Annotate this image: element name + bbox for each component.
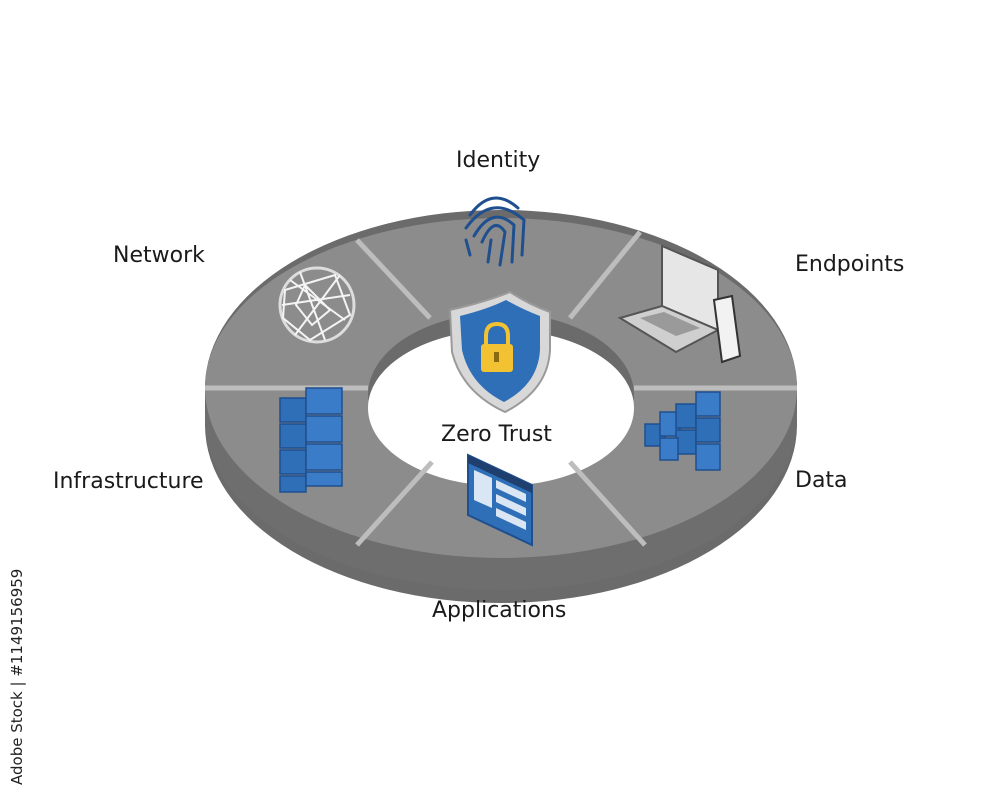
label-applications: Applications bbox=[432, 598, 567, 623]
label-identity: Identity bbox=[456, 148, 541, 173]
app-window-panel-right bbox=[496, 494, 526, 516]
server-rack-icon bbox=[279, 387, 343, 493]
app-window-icon bbox=[467, 453, 533, 547]
server-unit bbox=[305, 415, 343, 443]
app-window-panel-left bbox=[474, 470, 492, 508]
server-unit bbox=[305, 387, 343, 415]
server-unit bbox=[279, 449, 307, 475]
fingerprint-icon bbox=[464, 196, 526, 267]
app-window-panel-right bbox=[496, 508, 526, 530]
server-unit bbox=[305, 471, 343, 487]
network-mesh-line bbox=[281, 273, 352, 342]
center-label: Zero Trust bbox=[441, 422, 552, 447]
fingerprint-ridge-1 bbox=[468, 196, 520, 217]
app-window-panel-right bbox=[496, 480, 526, 502]
label-data: Data bbox=[795, 468, 848, 493]
data-block bbox=[675, 429, 697, 455]
divider-applications-data bbox=[568, 460, 647, 547]
fingerprint-ridge-4 bbox=[480, 223, 507, 267]
fingerprint-ridge-5 bbox=[486, 238, 493, 264]
network-mesh-icon bbox=[278, 266, 356, 344]
data-block bbox=[695, 443, 721, 471]
data-block bbox=[695, 391, 721, 417]
divider-identity-endpoints bbox=[568, 230, 642, 320]
lock-shackle bbox=[484, 321, 510, 346]
lock-keyhole bbox=[494, 352, 499, 362]
shield-lock-icon bbox=[448, 290, 551, 414]
server-unit bbox=[279, 475, 307, 493]
server-unit bbox=[279, 397, 307, 423]
app-window-titlebar bbox=[468, 455, 532, 493]
server-unit bbox=[279, 423, 307, 449]
fingerprint-ridge-3 bbox=[472, 215, 516, 264]
data-block bbox=[695, 417, 721, 443]
network-sphere-outline bbox=[278, 266, 356, 344]
data-block bbox=[675, 403, 697, 429]
laptop-phone-icon bbox=[617, 244, 742, 364]
data-blocks-icon bbox=[644, 391, 721, 471]
label-endpoints: Endpoints bbox=[795, 252, 905, 277]
divider-identity-network bbox=[355, 238, 432, 320]
label-network: Network bbox=[113, 243, 205, 268]
data-block bbox=[659, 437, 679, 461]
laptop-keyboard bbox=[640, 312, 700, 336]
divider-infrastructure-applications bbox=[355, 460, 434, 547]
fingerprint-ridge-2 bbox=[464, 206, 526, 257]
phone-body bbox=[712, 294, 742, 364]
label-infrastructure: Infrastructure bbox=[53, 469, 204, 494]
network-mesh-line bbox=[294, 283, 332, 327]
network-mesh-line bbox=[281, 271, 351, 341]
server-unit bbox=[305, 443, 343, 471]
fingerprint-ridge-6 bbox=[464, 238, 472, 257]
watermark-id: Adobe Stock | #1149156959 bbox=[8, 568, 26, 785]
